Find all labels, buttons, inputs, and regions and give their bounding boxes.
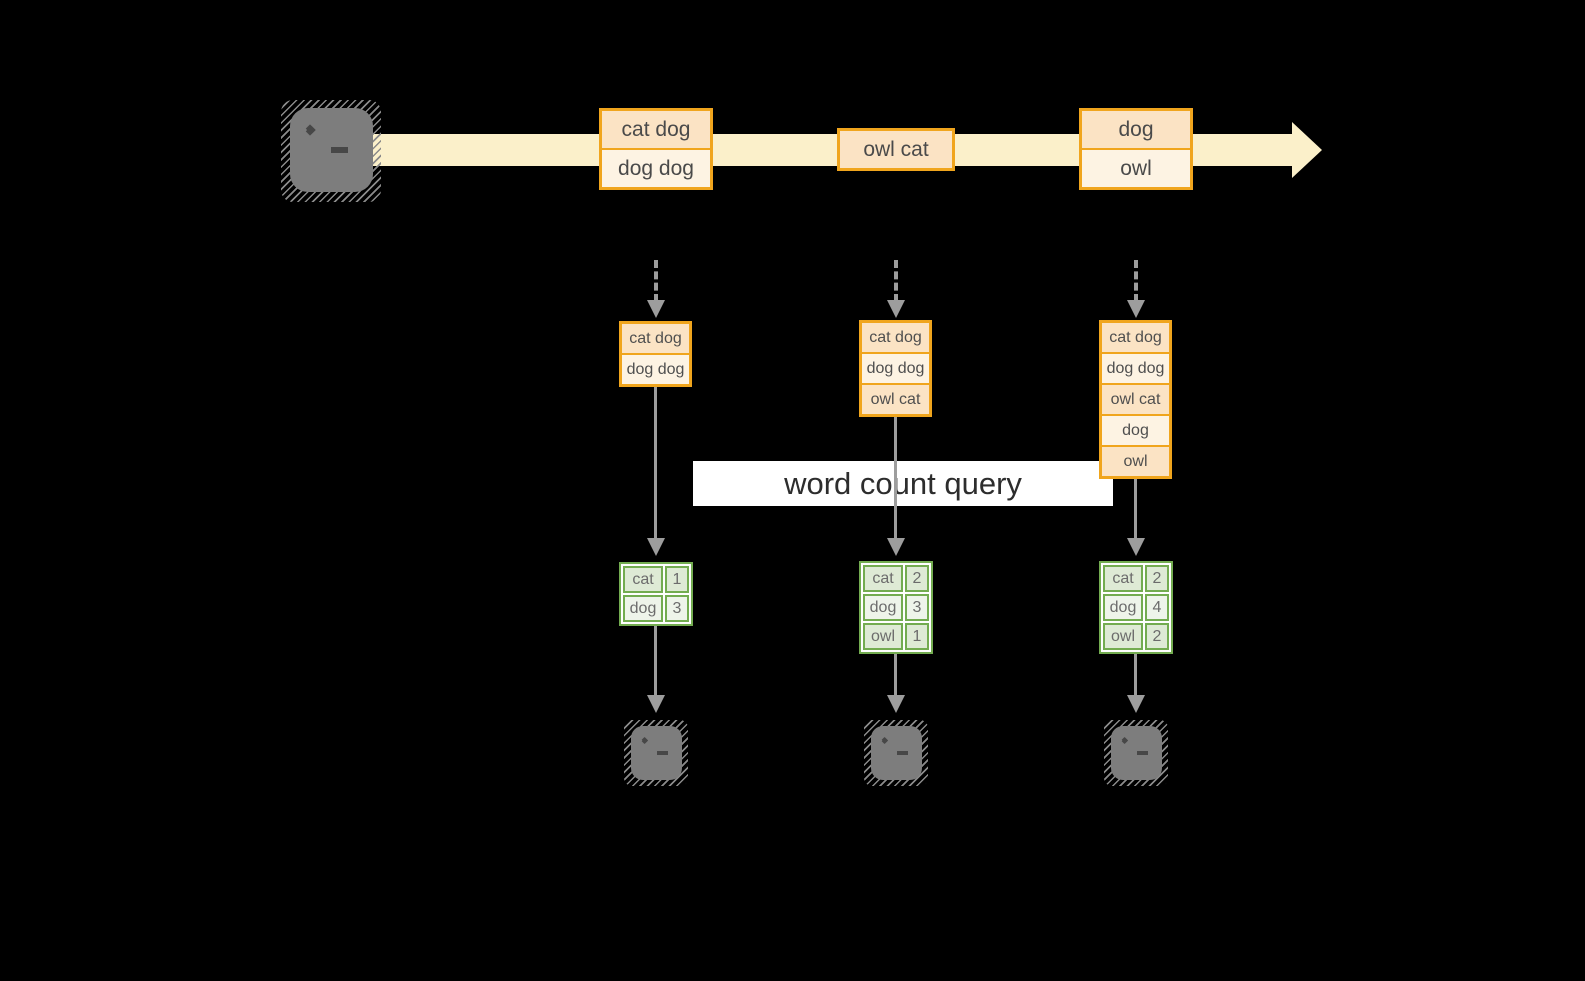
arrowhead-icon — [1127, 538, 1145, 556]
terminal-sink-icon-2 — [864, 720, 928, 786]
batch-item: owl — [1102, 447, 1169, 476]
terminal-sink-icon-1 — [624, 720, 688, 786]
batch-item: cat dog — [1102, 323, 1169, 352]
terminal-icon — [871, 726, 922, 780]
stream-arrowhead-icon — [1292, 122, 1322, 178]
terminal-cursor-icon — [897, 751, 908, 755]
arrowhead-icon — [887, 538, 905, 556]
word-cell: cat — [1103, 565, 1143, 592]
query-arrow — [654, 387, 657, 540]
terminal-prompt-icon — [304, 124, 316, 136]
terminal-prompt-icon — [640, 736, 649, 745]
batch-item: cat dog — [622, 324, 689, 353]
batch-dashed-arrow — [1134, 260, 1138, 302]
table-row: owl 1 — [863, 623, 929, 650]
word-cell: dog — [1103, 594, 1143, 621]
count-cell: 3 — [905, 594, 929, 621]
micro-batch-1: cat dog dog dog — [619, 321, 692, 387]
word-cell: dog — [863, 594, 903, 621]
arrowhead-icon — [1127, 300, 1145, 318]
word-cell: owl — [1103, 623, 1143, 650]
word-cell: dog — [623, 595, 663, 622]
terminal-icon — [631, 726, 682, 780]
batch-item: dog dog — [622, 355, 689, 384]
count-table-1: cat 1 dog 3 — [619, 562, 693, 626]
arrowhead-icon — [887, 300, 905, 318]
terminal-cursor-icon — [331, 147, 348, 153]
table-row: cat 1 — [623, 566, 689, 593]
table-row: dog 3 — [863, 594, 929, 621]
terminal-source-icon — [281, 100, 381, 202]
table-row: dog 4 — [1103, 594, 1169, 621]
event-line: owl — [1082, 150, 1190, 187]
event-line: cat dog — [602, 111, 710, 148]
count-cell: 3 — [665, 595, 689, 622]
arrowhead-icon — [647, 695, 665, 713]
micro-batch-2: cat dog dog dog owl cat — [859, 320, 932, 417]
sink-arrow — [654, 626, 657, 697]
count-cell: 2 — [1145, 565, 1169, 592]
terminal-cursor-icon — [1137, 751, 1148, 755]
batch-dashed-arrow — [654, 260, 658, 302]
query-label: word count query — [784, 466, 1022, 501]
batch-item: dog dog — [1102, 354, 1169, 383]
terminal-prompt-icon — [880, 736, 889, 745]
query-label-band: word count query — [693, 461, 1113, 506]
count-table-2: cat 2 dog 3 owl 1 — [859, 561, 933, 654]
count-cell: 1 — [905, 623, 929, 650]
count-cell: 2 — [1145, 623, 1169, 650]
stream-event-1: cat dog dog dog — [599, 108, 713, 190]
sink-arrow — [894, 654, 897, 697]
arrowhead-icon — [1127, 695, 1145, 713]
query-arrow — [1134, 479, 1137, 540]
table-row: cat 2 — [863, 565, 929, 592]
batch-item: dog — [1102, 416, 1169, 445]
sink-arrow — [1134, 654, 1137, 697]
event-line: dog dog — [602, 150, 710, 187]
batch-item: dog dog — [862, 354, 929, 383]
query-arrow — [894, 417, 897, 540]
word-cell: cat — [623, 566, 663, 593]
batch-item: owl cat — [862, 385, 929, 414]
batch-item: owl cat — [1102, 385, 1169, 414]
terminal-icon — [290, 108, 373, 192]
count-cell: 2 — [905, 565, 929, 592]
word-cell: cat — [863, 565, 903, 592]
event-line: owl cat — [840, 131, 952, 168]
arrowhead-icon — [647, 538, 665, 556]
stream-event-2: owl cat — [837, 128, 955, 171]
batch-item: cat dog — [862, 323, 929, 352]
stream-event-3: dog owl — [1079, 108, 1193, 190]
terminal-sink-icon-3 — [1104, 720, 1168, 786]
event-line: dog — [1082, 111, 1190, 148]
count-table-3: cat 2 dog 4 owl 2 — [1099, 561, 1173, 654]
micro-batch-3: cat dog dog dog owl cat dog owl — [1099, 320, 1172, 479]
table-row: cat 2 — [1103, 565, 1169, 592]
terminal-icon — [1111, 726, 1162, 780]
table-row: dog 3 — [623, 595, 689, 622]
arrowhead-icon — [647, 300, 665, 318]
terminal-prompt-icon — [1120, 736, 1129, 745]
count-cell: 1 — [665, 566, 689, 593]
batch-dashed-arrow — [894, 260, 898, 302]
table-row: owl 2 — [1103, 623, 1169, 650]
terminal-cursor-icon — [657, 751, 668, 755]
arrowhead-icon — [887, 695, 905, 713]
word-cell: owl — [863, 623, 903, 650]
count-cell: 4 — [1145, 594, 1169, 621]
